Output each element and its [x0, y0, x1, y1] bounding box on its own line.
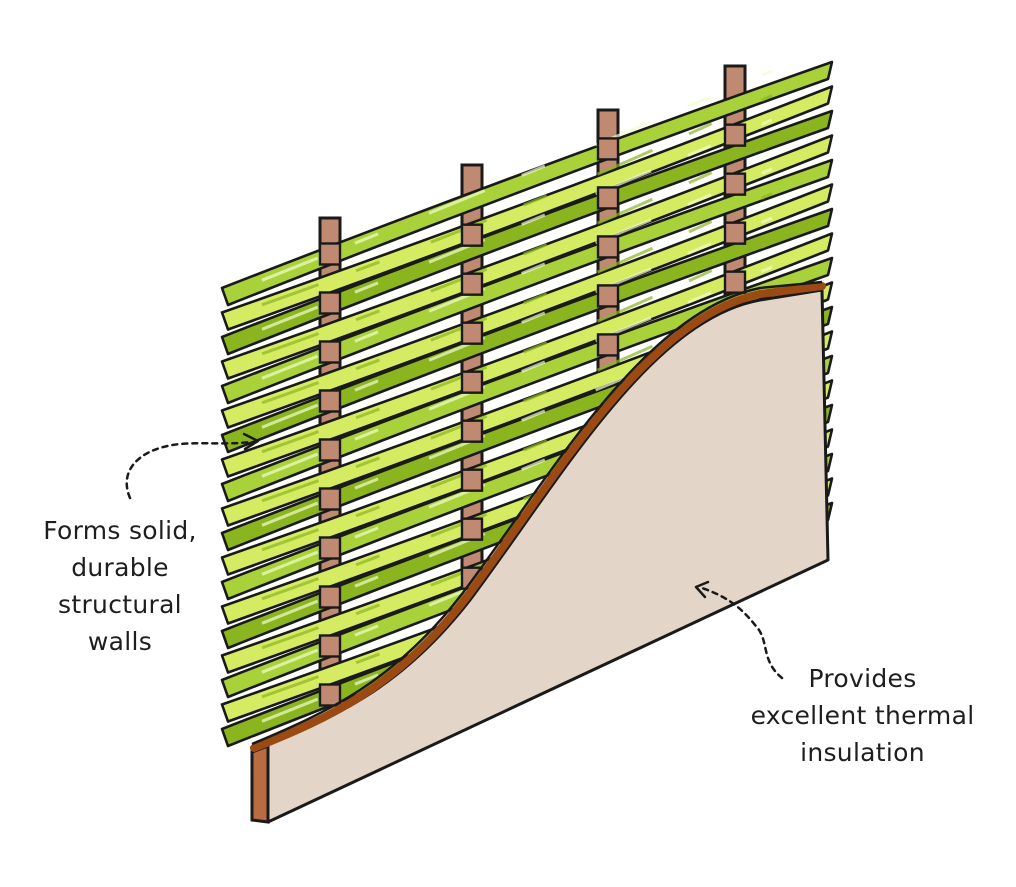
annotation-right-line-1: Provides [808, 664, 917, 693]
right-arrowhead [694, 580, 710, 599]
stake-segment [318, 683, 342, 707]
stake-segment [460, 223, 484, 247]
rod-highlight [261, 143, 773, 356]
annotation-left-line-3: structural [58, 590, 182, 619]
stake-segment [460, 370, 484, 394]
wattle-rod [220, 158, 834, 405]
daub-layer [250, 280, 830, 824]
wattle-rod [220, 85, 834, 331]
stake-segment [318, 389, 342, 413]
wattle-rod [220, 60, 834, 307]
stake-segment [318, 438, 342, 462]
wattle-rod [220, 134, 834, 380]
stake-segment [723, 270, 747, 294]
stake-segment [460, 517, 484, 541]
annotation-structural-walls: Forms solid, durable structural walls [10, 512, 230, 660]
annotation-left-line-1: Forms solid, [43, 516, 197, 545]
annotation-right-line-2: excellent thermal [750, 701, 975, 730]
stake-segment [723, 172, 747, 196]
rod-highlight [261, 167, 773, 380]
annotation-left-line-4: walls [87, 627, 153, 656]
stake-segment [318, 487, 342, 511]
stake-segment [318, 291, 342, 315]
left-arrowhead [242, 432, 260, 451]
stake-segment [318, 242, 342, 266]
daub-edge-outline [251, 280, 823, 746]
wattle-rod [220, 256, 834, 503]
rod-highlight [261, 69, 773, 282]
stake-segment [460, 272, 484, 296]
wattle-rod [220, 207, 834, 454]
rod-highlight [261, 265, 773, 478]
rod-highlight [261, 94, 773, 307]
stake-segment [596, 235, 620, 259]
annotation-thermal-insulation: Provides excellent thermal insulation [720, 660, 1005, 771]
stake-segment [596, 186, 620, 210]
rod-highlight [261, 192, 773, 405]
stake-segment [460, 468, 484, 492]
right-dashed-arrow [700, 586, 784, 680]
wattle-rod [220, 183, 834, 429]
daub-front-edge [250, 743, 270, 824]
wattle-rod [220, 232, 834, 478]
stake-segment [318, 634, 342, 658]
left-dashed-arrow [125, 440, 252, 500]
stake-segment [318, 585, 342, 609]
rod-highlight [261, 118, 773, 331]
annotation-arrows [125, 432, 784, 680]
daub-edge-curve [250, 282, 826, 752]
stake-segment [596, 333, 620, 357]
annotation-left-line-2: durable [71, 553, 169, 582]
wattle-rod [220, 109, 834, 356]
stake-segment [460, 321, 484, 345]
stake-segment [596, 137, 620, 161]
stake-segment [596, 284, 620, 308]
stake-segment [318, 340, 342, 364]
rod-highlight [261, 216, 773, 429]
stake-segment [723, 221, 747, 245]
stake-segment [460, 419, 484, 443]
stake-segment [723, 123, 747, 147]
annotation-right-line-3: insulation [800, 738, 925, 767]
stake-segment [318, 536, 342, 560]
rod-highlight [261, 241, 773, 454]
